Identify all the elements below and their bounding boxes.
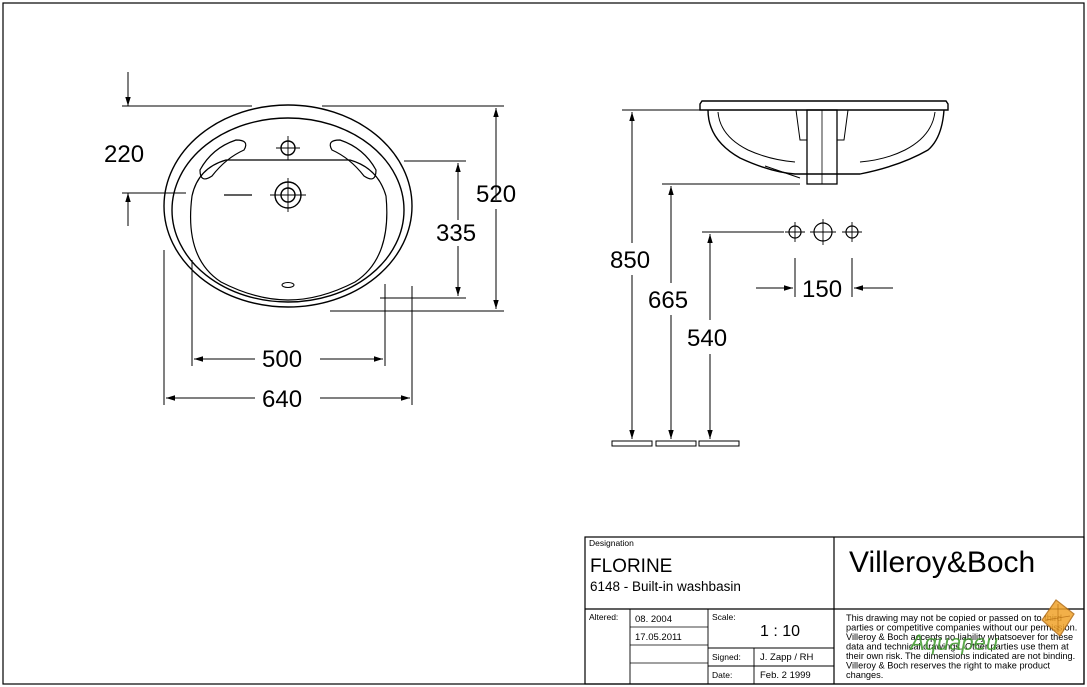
overflow-hole bbox=[281, 282, 295, 288]
scale-label: Scale: bbox=[712, 612, 736, 622]
basin-rim-profile bbox=[699, 100, 949, 111]
dim-335: 335 bbox=[436, 220, 476, 247]
disclaimer: This drawing may not be copied or passed… bbox=[846, 613, 1077, 680]
side-view bbox=[611, 100, 949, 447]
basin-inner-profile bbox=[717, 111, 796, 163]
tap-holes-side bbox=[785, 219, 862, 245]
dim-500: 500 bbox=[262, 346, 302, 373]
basin-body-profile bbox=[707, 109, 945, 175]
svg-text:their own risk. The dimensions: their own risk. The dimensions indicated… bbox=[846, 651, 1075, 661]
svg-text:Villeroy & Boch accepts no lia: Villeroy & Boch accepts no liability wha… bbox=[846, 632, 1073, 642]
floor-block-3 bbox=[698, 440, 740, 447]
date-label: Date: bbox=[712, 670, 732, 680]
altered-date-1: 08. 2004 bbox=[635, 614, 672, 625]
basin-inner-rim bbox=[171, 117, 405, 303]
top-view-dimensions bbox=[122, 72, 504, 405]
altered-date-2: 17.05.2011 bbox=[635, 632, 682, 643]
signed-value: J. Zapp / RH bbox=[760, 652, 813, 663]
svg-text:parties or competitive compani: parties or competitive companies without… bbox=[846, 623, 1077, 633]
svg-text:Villeroy & Boch reserves the r: Villeroy & Boch reserves the right to ma… bbox=[846, 661, 1051, 671]
svg-text:data and technical drawings. O: data and technical drawings. Other parti… bbox=[846, 642, 1069, 652]
altered-label: Altered: bbox=[589, 612, 618, 622]
floor-block-2 bbox=[655, 440, 697, 447]
dim-520: 520 bbox=[476, 181, 516, 208]
svg-text:This drawing may not be copied: This drawing may not be copied or passed… bbox=[846, 613, 1062, 623]
dim-640: 640 bbox=[262, 386, 302, 413]
date-value: Feb. 2 1999 bbox=[760, 670, 811, 681]
designation-label: Designation bbox=[589, 538, 634, 548]
dim-540: 540 bbox=[687, 325, 727, 352]
product-name: FLORINE bbox=[590, 556, 672, 577]
signed-label: Signed: bbox=[712, 652, 741, 662]
watermark-logo: Aquapeu bbox=[908, 599, 1075, 655]
top-view bbox=[163, 104, 413, 308]
dim-220: 220 bbox=[104, 141, 144, 168]
watermark-text: Aquapeu bbox=[908, 630, 998, 655]
brand-name: Villeroy&Boch bbox=[849, 546, 1035, 579]
overflow-slot-right bbox=[329, 139, 377, 180]
overflow-slot-left bbox=[199, 139, 247, 180]
bowl-outline bbox=[189, 159, 388, 301]
side-view-dimensions bbox=[622, 109, 893, 439]
title-block bbox=[584, 536, 1085, 685]
basin-outer-rim bbox=[163, 104, 413, 308]
dim-150: 150 bbox=[802, 276, 842, 303]
dim-850: 850 bbox=[610, 247, 650, 274]
floor-block-1 bbox=[611, 440, 653, 447]
svg-text:changes.: changes. bbox=[846, 670, 883, 680]
scale-value: 1 : 10 bbox=[760, 623, 800, 640]
dim-665: 665 bbox=[648, 287, 688, 314]
product-description: 6148 - Built-in washbasin bbox=[590, 579, 741, 594]
